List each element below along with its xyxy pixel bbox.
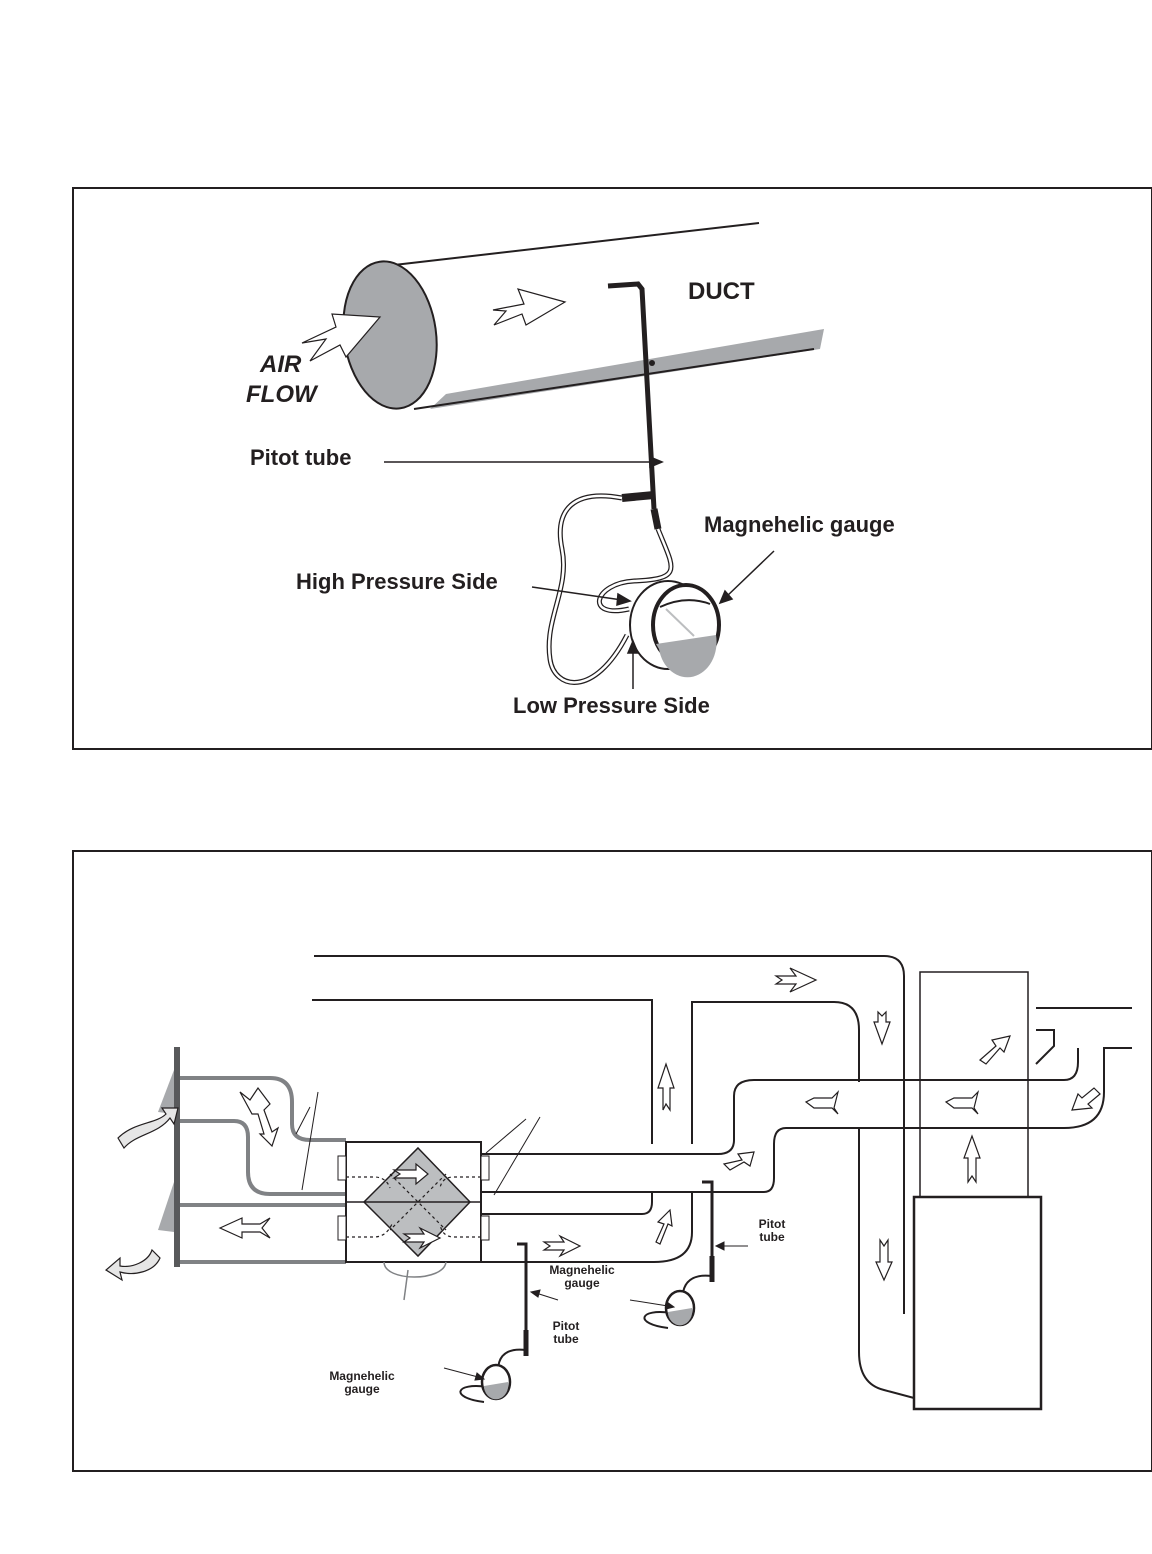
hrv-ducting-illustration: Magnehelic gauge Pitot tube Magnehelic g… [74,852,1152,1474]
high-pressure-side-label: High Pressure Side [296,569,498,594]
gauge-right-label-line2: gauge [564,1276,600,1290]
low-pressure-side-label: Low Pressure Side [513,693,710,718]
gauge-left-label-line2: gauge [344,1382,380,1396]
duct-measurement-illustration: DUCT AIR FLOW Pitot tube Magnehelic gaug… [74,189,1152,752]
magnehelic-gauge-icon [630,581,719,677]
curved-flow-arrow-icon [240,1088,278,1146]
magnehelic-gauge-label: Magnehelic gauge [704,512,895,537]
duct [334,223,824,415]
duct-flow-arrow-icon [493,289,565,325]
outside-intake-arrow-icon [118,1108,178,1148]
outside-exhaust-arrow-icon [106,1250,160,1280]
duct-label: DUCT [688,278,755,305]
gauge-left-label-line1: Magnehelic [329,1369,395,1383]
exterior-wall [158,1047,180,1267]
air-flow-label-line1: AIR [259,351,302,378]
hrv-unit [338,1142,489,1300]
magnehelic-gauge-icon [460,1276,712,1402]
pitot-tube-diagram-panel: DUCT AIR FLOW Pitot tube Magnehelic gaug… [72,187,1152,750]
pitot-left-label-line2: tube [553,1332,579,1346]
pitot-tube-label: Pitot tube [250,445,351,470]
pitot-right-label-line2: tube [759,1230,785,1244]
furnace-box-icon [914,972,1041,1409]
pitot-tube-icon [608,284,658,529]
air-flow-label-line2: FLOW [246,381,319,408]
pitot-right-label-line1: Pitot [759,1217,786,1231]
gauge-right-label-line1: Magnehelic [549,1263,615,1277]
exhaust-flow-arrow-icon [220,1218,270,1238]
hrv-system-diagram-panel: Magnehelic gauge Pitot tube Magnehelic g… [72,850,1152,1472]
pitot-left-label-line1: Pitot [553,1319,580,1333]
